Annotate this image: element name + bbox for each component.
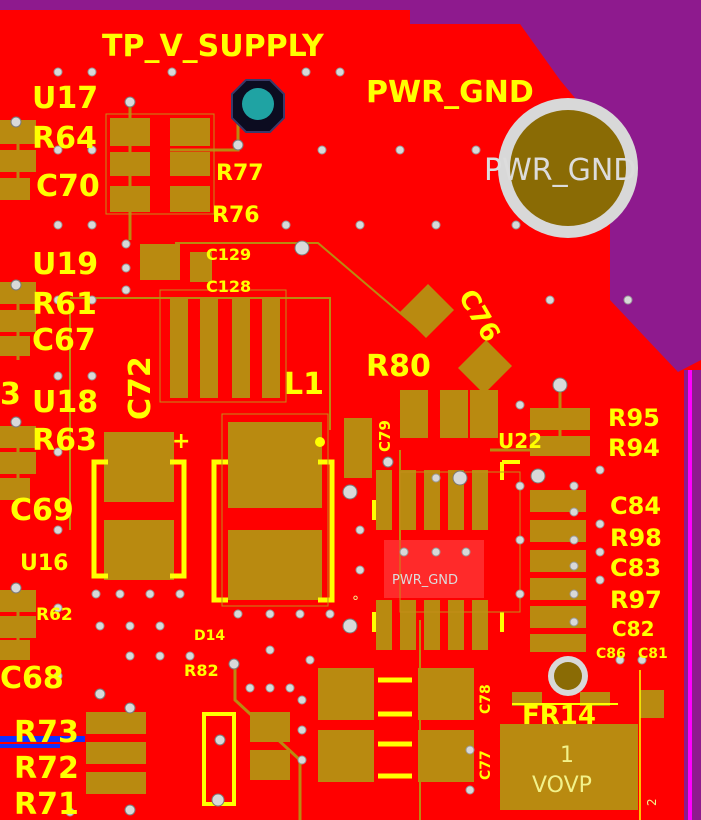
label-pwr-gnd-hole: PWR_GND (484, 153, 636, 188)
label-c70: C70 (36, 169, 100, 204)
label-tp-v-supply: TP_V_SUPPLY (102, 29, 325, 64)
label-c77: C77 (478, 750, 494, 780)
label-edge-2: 2 (645, 798, 659, 806)
label-u18: U18 (32, 385, 98, 420)
label-pwr-gnd-top: PWR_GND (366, 75, 534, 110)
label-c83: C83 (610, 554, 661, 582)
label-r73: R73 (14, 715, 79, 750)
label-fr14: FR14 (522, 701, 596, 731)
label-r72: R72 (14, 751, 79, 786)
label-u17: U17 (32, 81, 98, 116)
label-r63: R63 (32, 423, 97, 458)
label-c82: C82 (612, 617, 655, 641)
label-r71: R71 (14, 787, 79, 820)
label-edge-3: 3 (0, 377, 21, 412)
label-r82: R82 (184, 661, 219, 680)
fr14-testpoint[interactable] (548, 656, 588, 696)
label-u16: U16 (20, 551, 68, 576)
label-r98: R98 (610, 524, 662, 552)
label-r64: R64 (32, 121, 97, 156)
label-c79: C79 (376, 420, 394, 452)
label-r94: R94 (608, 434, 660, 462)
label-plus: + (172, 429, 190, 454)
l1-pin1-dot (315, 437, 325, 447)
label-degree: ° (352, 594, 359, 610)
label-r62: R62 (36, 605, 73, 625)
label-c67: C67 (32, 323, 96, 358)
component-courtyards (105, 113, 521, 613)
label-c69: C69 (10, 493, 74, 528)
label-d14: D14 (194, 628, 225, 644)
label-r95: R95 (608, 404, 660, 432)
label-c128: C128 (206, 277, 251, 296)
label-c81: C81 (638, 646, 668, 662)
label-vovp: VOVP (532, 773, 592, 798)
tp-v-supply-testpoint[interactable] (231, 79, 285, 133)
label-r77: R77 (216, 161, 264, 186)
label-l1: L1 (284, 367, 324, 402)
label-u19: U19 (32, 247, 98, 282)
label-c68: C68 (0, 661, 64, 696)
label-u22: U22 (498, 429, 542, 453)
label-c84: C84 (610, 492, 661, 520)
label-r97: R97 (610, 586, 662, 614)
vias (10, 67, 647, 817)
label-pwr-gnd-ic: PWR_GND (392, 573, 458, 588)
label-c72: C72 (123, 356, 158, 420)
label-r76: R76 (212, 203, 260, 228)
label-c76: C76 (452, 285, 506, 348)
silkscreen-labels: TP_V_SUPPLY PWR_GND PWR_GND PWR_GND U17 … (0, 29, 668, 820)
label-c129: C129 (206, 245, 251, 264)
label-c78: C78 (478, 684, 494, 714)
label-c86: C86 (596, 646, 626, 662)
pwr-gnd-mounting-hole[interactable] (498, 98, 638, 238)
label-r61: R61 (32, 287, 97, 322)
label-r80: R80 (366, 349, 431, 384)
label-vovp-pin: 1 (560, 743, 574, 768)
silkscreen-outlines (91, 459, 641, 820)
